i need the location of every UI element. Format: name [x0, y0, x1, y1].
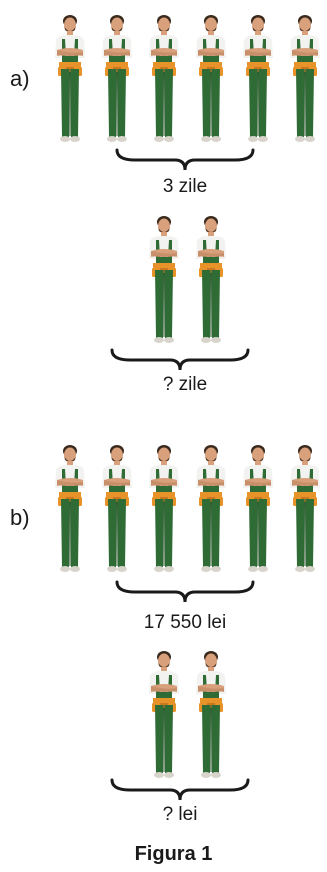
worker-row-b-bottom — [0, 0, 327, 800]
worker-icon — [144, 648, 184, 780]
brace-label-a-top: 3 zile — [162, 176, 208, 197]
brace-label-a-bottom: ? zile — [162, 374, 208, 395]
brace-label-b-top: 17 550 lei — [143, 612, 227, 633]
figure-caption: Figura 1 — [134, 843, 213, 865]
part-label-a: a) — [10, 66, 30, 91]
brace-label-b-bottom: ? lei — [162, 804, 198, 825]
curly-brace-icon — [115, 580, 255, 603]
curly-brace-icon — [110, 348, 250, 371]
part-label-b: b) — [10, 505, 30, 530]
curly-brace-icon — [110, 778, 250, 801]
curly-brace-icon — [115, 148, 255, 171]
worker-icon — [191, 648, 231, 780]
